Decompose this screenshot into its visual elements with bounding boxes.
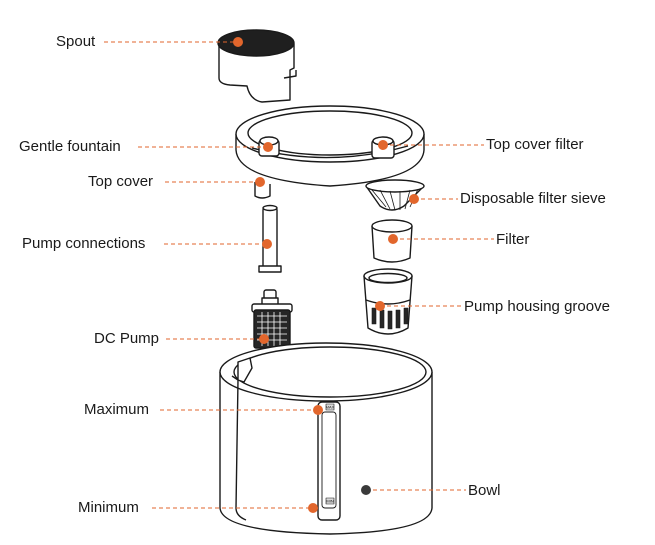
dot-top-cover (255, 177, 265, 187)
level-max-mark: MAX (326, 405, 335, 410)
bowl-part (219, 342, 433, 535)
label-gentle-fountain: Gentle fountain (19, 138, 121, 155)
label-maximum: Maximum (84, 401, 150, 418)
label-disposable-filter-sieve: Disposable filter sieve (460, 190, 606, 207)
spout-part (217, 29, 297, 103)
dot-dc-pump (259, 334, 269, 344)
callout-dots (233, 37, 419, 513)
dot-filter (388, 234, 398, 244)
label-bowl: Bowl (468, 482, 501, 499)
label-dc-pump: DC Pump (94, 330, 160, 347)
label-pump-housing-groove: Pump housing groove (464, 298, 610, 315)
dot-filter-sieve (409, 194, 419, 204)
filter-cup-part (371, 219, 413, 263)
top-cover-part (235, 105, 425, 199)
filter-sieve-part (365, 179, 425, 211)
label-filter: Filter (496, 231, 530, 248)
dot-top-cover-filter (378, 140, 388, 150)
dot-minimum (308, 503, 318, 513)
dot-pump-connections (262, 239, 272, 249)
label-pump-connections: Pump connections (22, 235, 146, 252)
leader-lines (104, 41, 494, 509)
label-top-cover: Top cover (88, 173, 154, 190)
level-min-mark: MIN (326, 499, 333, 504)
label-spout: Spout (56, 33, 96, 50)
dot-bowl (361, 485, 371, 495)
pump-housing-part (363, 268, 413, 335)
dot-maximum (313, 405, 323, 415)
label-minimum: Minimum (78, 499, 139, 516)
pump-connection-part (258, 204, 282, 273)
label-top-cover-filter: Top cover filter (486, 136, 584, 153)
dot-gentle-fountain (263, 142, 273, 152)
dot-pump-housing-groove (375, 301, 385, 311)
dot-spout (233, 37, 243, 47)
